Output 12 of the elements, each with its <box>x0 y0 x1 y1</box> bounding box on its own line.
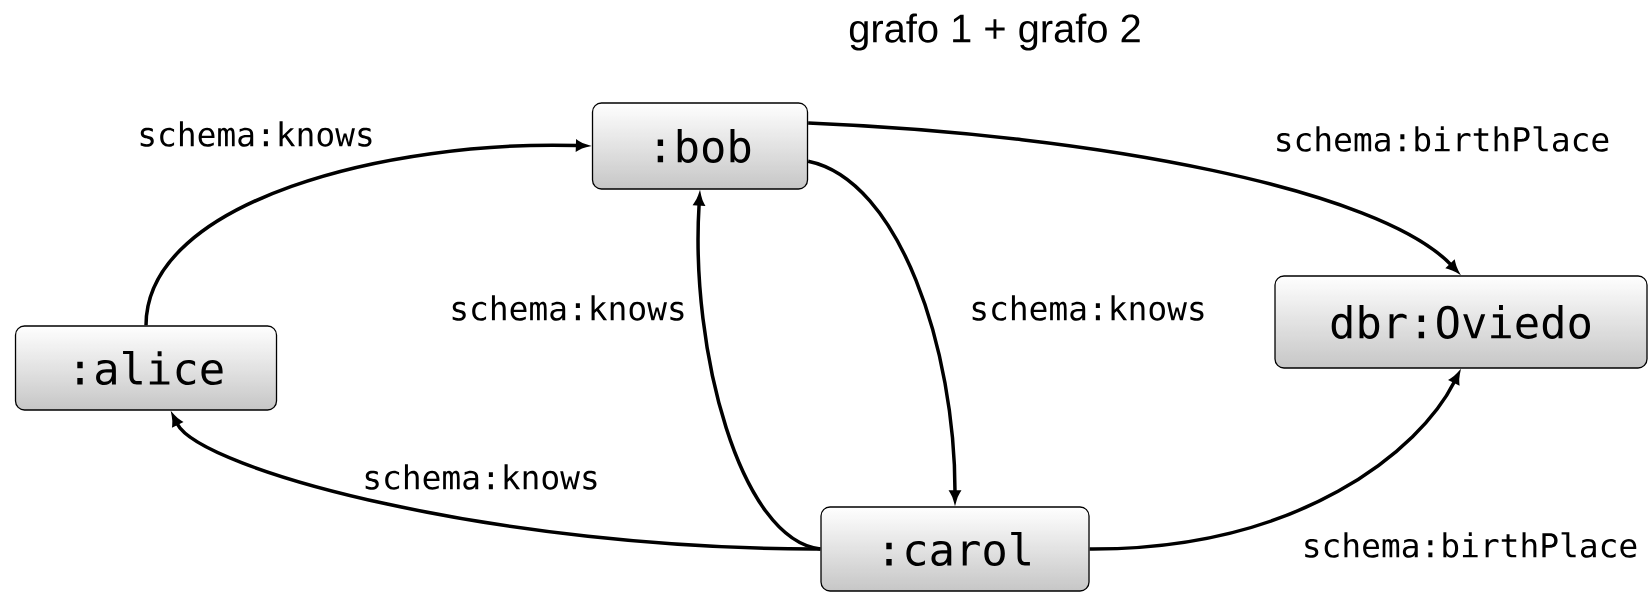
arrow <box>808 121 1459 273</box>
resource-box: :carol <box>820 506 1090 592</box>
edge-label: schema:birthPlace <box>1271 124 1613 154</box>
title: grafo 1 + grafo 2 <box>849 13 1140 51</box>
resource-box: :bob <box>591 102 809 190</box>
edge-label: schema:knows <box>967 293 1209 323</box>
arrow <box>171 414 821 551</box>
resource-box: :alice <box>14 325 278 411</box>
edge-label: schema:knows <box>135 119 377 149</box>
edge-label: schema:knows <box>447 293 689 323</box>
edge-label: schema:knows <box>360 462 602 492</box>
resource-box: dbr:Oviedo <box>1274 275 1648 369</box>
